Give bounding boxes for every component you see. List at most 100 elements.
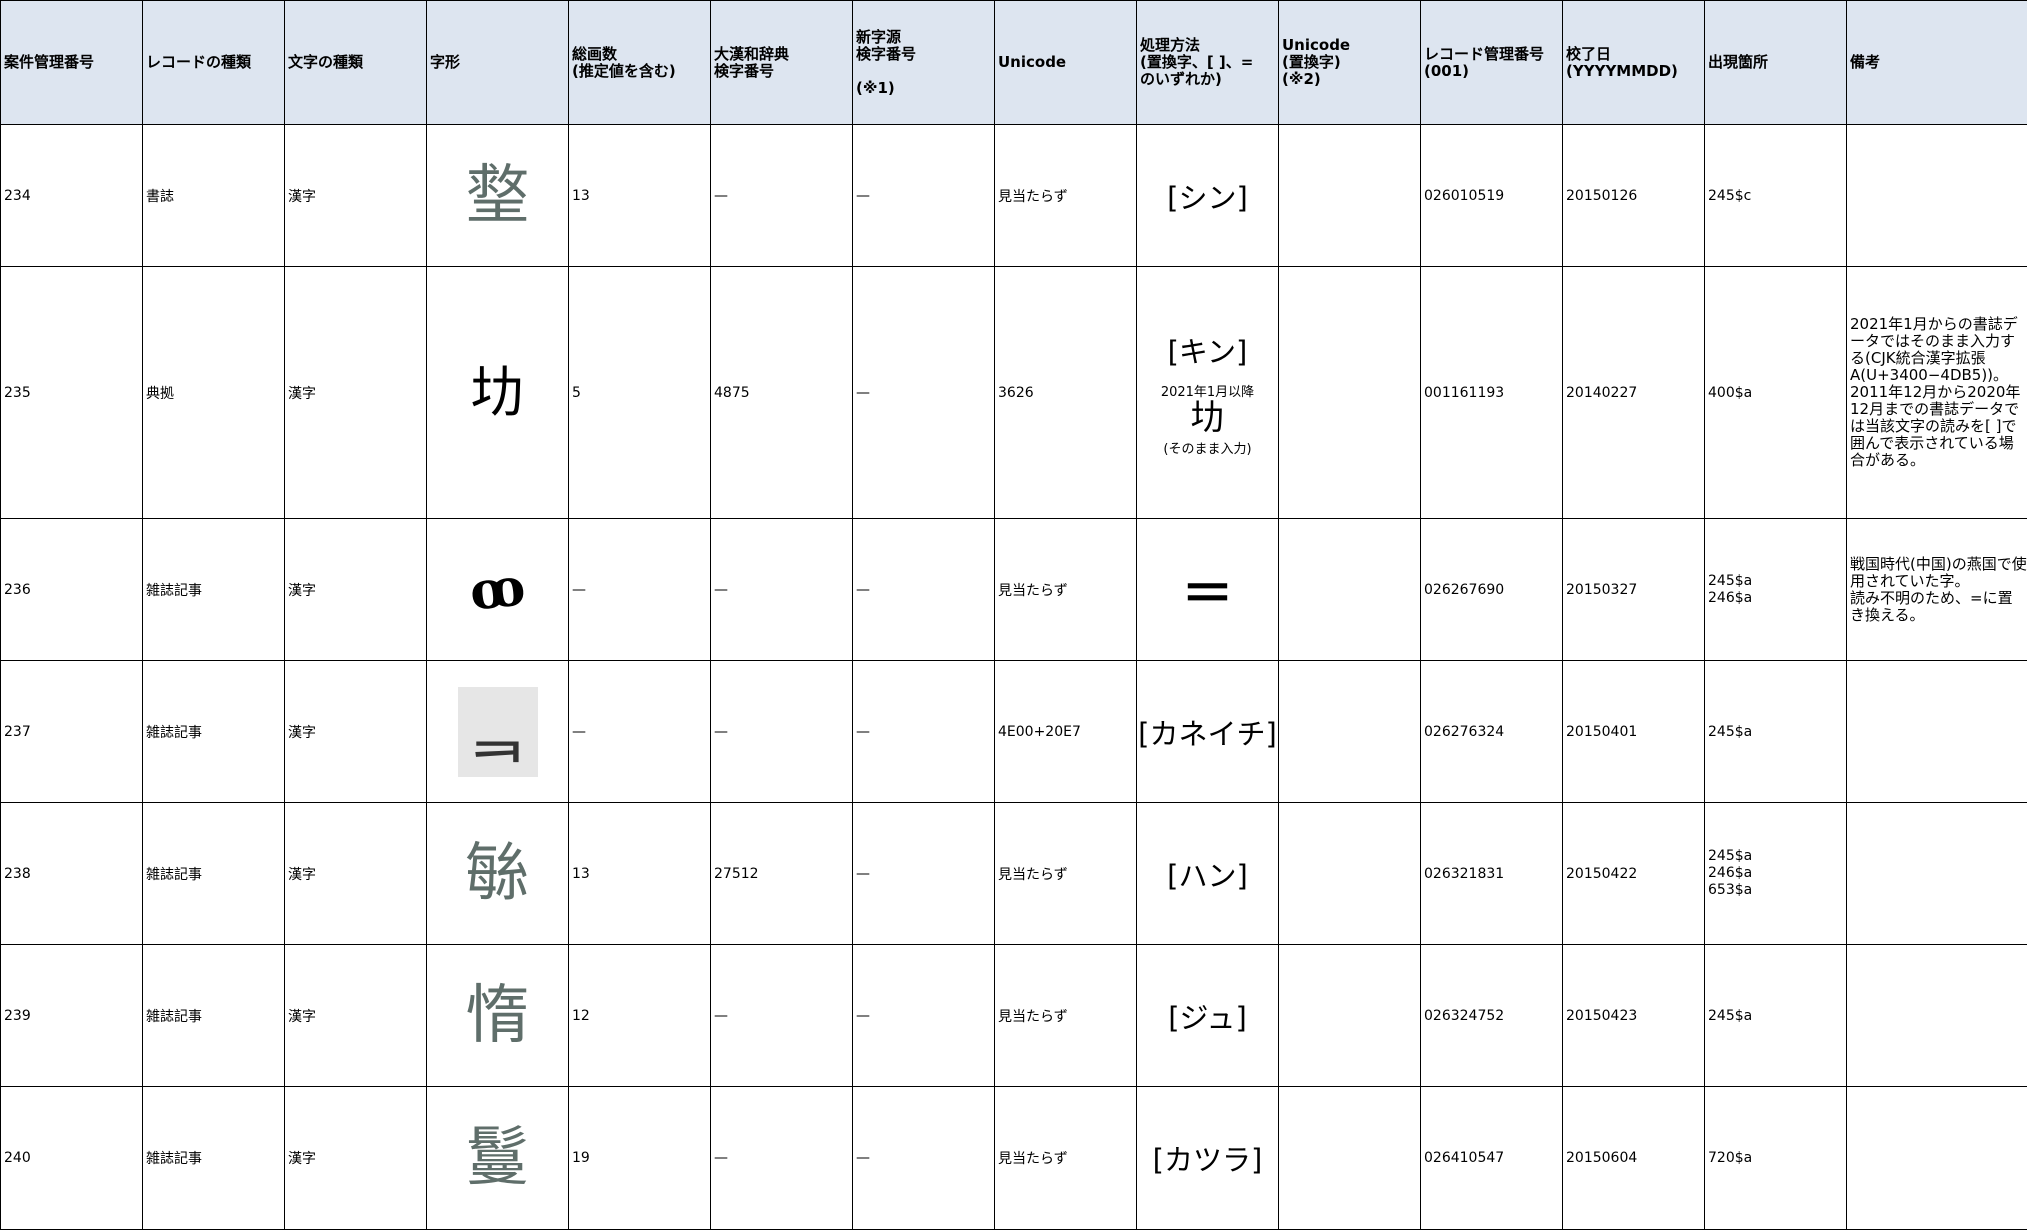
method-note: 2021年1月以降 <box>1137 381 1278 400</box>
unicode: 3626 <box>995 267 1137 519</box>
header-glyph: 字形 <box>427 1 569 125</box>
shinjigen: — <box>853 267 995 519</box>
note: 2021年1月からの書誌データではそのまま入力する(CJK統合漢字拡張A(U+3… <box>1847 267 2027 519</box>
note <box>1847 945 2027 1087</box>
note <box>1847 803 2027 945</box>
char-type: 漢字 <box>285 125 427 267</box>
strokes: 12 <box>569 945 711 1087</box>
method: [キン] <box>1168 335 1248 369</box>
glyph-image: ᆿ <box>458 687 538 777</box>
date: 20150126 <box>1563 125 1705 267</box>
glyph-cell: 㘦 <box>427 267 569 519</box>
method-cell: [キン] 2021年1月以降 㘦 (そのまま入力) <box>1137 267 1279 519</box>
glyph-cell: 惰 <box>427 945 569 1087</box>
case-id: 237 <box>1 661 143 803</box>
location: 720$a <box>1705 1087 1847 1230</box>
header-unicode: Unicode <box>995 1 1137 125</box>
method-sub: (そのまま入力) <box>1137 438 1278 457</box>
daikanwa: — <box>711 1087 853 1230</box>
shinjigen: — <box>853 661 995 803</box>
unicode-replacement <box>1279 1087 1421 1230</box>
char-type: 漢字 <box>285 1087 427 1230</box>
unicode: 4E00+20E7 <box>995 661 1137 803</box>
header-note: 備考 <box>1847 1 2027 125</box>
table-row: 240 雑誌記事 漢字 鬘 19 — — 見当たらず [カツラ] 0264105… <box>1 1087 2027 1230</box>
char-type: 漢字 <box>285 661 427 803</box>
strokes: — <box>569 661 711 803</box>
record-type: 雑誌記事 <box>143 945 285 1087</box>
unicode: 見当たらず <box>995 803 1137 945</box>
unicode: 見当たらず <box>995 519 1137 661</box>
location: 245$c <box>1705 125 1847 267</box>
header-char-type: 文字の種類 <box>285 1 427 125</box>
table-row: 239 雑誌記事 漢字 惰 12 — — 見当たらず [ジュ] 02632475… <box>1 945 2027 1087</box>
glyph-image: ꝏ <box>467 561 527 618</box>
daikanwa: — <box>711 661 853 803</box>
record-number: 026276324 <box>1421 661 1563 803</box>
daikanwa: — <box>711 125 853 267</box>
method: ＝ <box>1181 565 1233 625</box>
date: 20150422 <box>1563 803 1705 945</box>
char-type: 漢字 <box>285 945 427 1087</box>
record-number: 026321831 <box>1421 803 1563 945</box>
location: 245$a 246$a 653$a <box>1705 803 1847 945</box>
date: 20150423 <box>1563 945 1705 1087</box>
location: 400$a <box>1705 267 1847 519</box>
record-number: 001161193 <box>1421 267 1563 519</box>
shinjigen: — <box>853 125 995 267</box>
record-number: 026267690 <box>1421 519 1563 661</box>
method-cell: ＝ <box>1137 519 1279 661</box>
header-date: 校了日 (YYYYMMDD) <box>1563 1 1705 125</box>
method: [カツラ] <box>1137 1087 1279 1230</box>
strokes: — <box>569 519 711 661</box>
shinjigen: — <box>853 519 995 661</box>
record-type: 典拠 <box>143 267 285 519</box>
record-number: 026010519 <box>1421 125 1563 267</box>
char-type: 漢字 <box>285 519 427 661</box>
record-number: 026410547 <box>1421 1087 1563 1230</box>
header-method: 処理方法 (置換字、[ ]、= のいずれか) <box>1137 1 1279 125</box>
header-daikanwa: 大漢和辞典 検字番号 <box>711 1 853 125</box>
note: 戦国時代(中国)の燕国で使用されていた字。 読み不明のため、=に置き換える。 <box>1847 519 2027 661</box>
unicode-replacement <box>1279 519 1421 661</box>
glyph-cell: 鬘 <box>427 1087 569 1230</box>
header-row: 案件管理番号 レコードの種類 文字の種類 字形 総画数 (推定値を含む) 大漢和… <box>1 1 2027 125</box>
glyph-cell: 𤨣 <box>427 125 569 267</box>
unicode: 見当たらず <box>995 125 1137 267</box>
header-location: 出現箇所 <box>1705 1 1847 125</box>
glyph-cell: ᆿ <box>427 661 569 803</box>
glyph-image: 惰 <box>466 984 530 1048</box>
record-type: 雑誌記事 <box>143 803 285 945</box>
table-row: 236 雑誌記事 漢字 ꝏ — — — 見当たらず ＝ 026267690 20… <box>1 519 2027 661</box>
method: [ハン] <box>1137 803 1279 945</box>
table-row: 237 雑誌記事 漢字 ᆿ — — — 4E00+20E7 [カネイチ] 026… <box>1 661 2027 803</box>
note <box>1847 661 2027 803</box>
daikanwa: — <box>711 945 853 1087</box>
daikanwa: — <box>711 519 853 661</box>
location: 245$a <box>1705 661 1847 803</box>
unicode-replacement <box>1279 945 1421 1087</box>
glyph-cell: 䋣 <box>427 803 569 945</box>
table-row: 235 典拠 漢字 㘦 5 4875 — 3626 [キン] 2021年1月以降… <box>1 267 2027 519</box>
case-id: 235 <box>1 267 143 519</box>
glyph-image: 𤨣 <box>466 164 530 228</box>
date: 20150401 <box>1563 661 1705 803</box>
strokes: 13 <box>569 125 711 267</box>
method: [ジュ] <box>1137 945 1279 1087</box>
date: 20140227 <box>1563 267 1705 519</box>
shinjigen: — <box>853 803 995 945</box>
unicode: 見当たらず <box>995 945 1137 1087</box>
method: [カネイチ] <box>1137 661 1279 803</box>
daikanwa: 4875 <box>711 267 853 519</box>
glyph-cell: ꝏ <box>427 519 569 661</box>
header-case-id: 案件管理番号 <box>1 1 143 125</box>
method-glyph: 㘦 <box>1137 400 1278 436</box>
unicode-replacement <box>1279 661 1421 803</box>
record-number: 026324752 <box>1421 945 1563 1087</box>
case-id: 236 <box>1 519 143 661</box>
note <box>1847 125 2027 267</box>
case-id: 240 <box>1 1087 143 1230</box>
table-row: 234 書誌 漢字 𤨣 13 — — 見当たらず [シン] 026010519 … <box>1 125 2027 267</box>
unicode-replacement <box>1279 803 1421 945</box>
